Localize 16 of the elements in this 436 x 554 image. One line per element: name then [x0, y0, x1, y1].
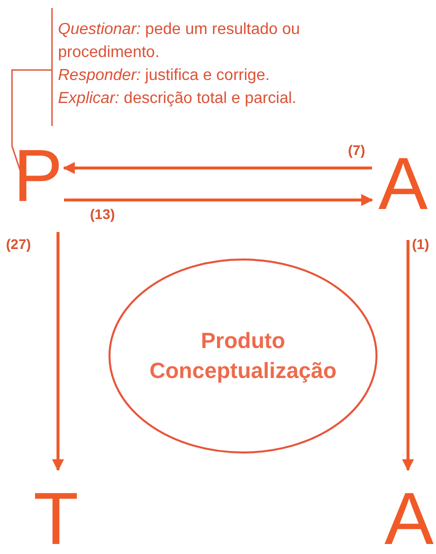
arrow	[402, 240, 414, 472]
letter-label: T	[33, 482, 79, 554]
edge-label: (1)	[412, 236, 430, 252]
edge-label: (7)	[348, 142, 366, 158]
note-text: Questionar: pede um resultado ou procedimento.	[58, 20, 301, 63]
letter-label: A	[378, 147, 428, 221]
note-text: Responder: justifica e corrige.	[58, 66, 271, 86]
arrow	[64, 194, 374, 206]
letter-label: P	[13, 139, 63, 213]
arrow	[52, 232, 64, 472]
edge-label: (13)	[90, 206, 115, 222]
note-text: Explicar: descrição total e parcial.	[58, 89, 298, 109]
arrow	[62, 162, 372, 174]
ellipse-label: Produto Conceptualização	[148, 327, 338, 385]
edge-label: (27)	[6, 236, 31, 252]
letter-label: A	[384, 482, 434, 554]
